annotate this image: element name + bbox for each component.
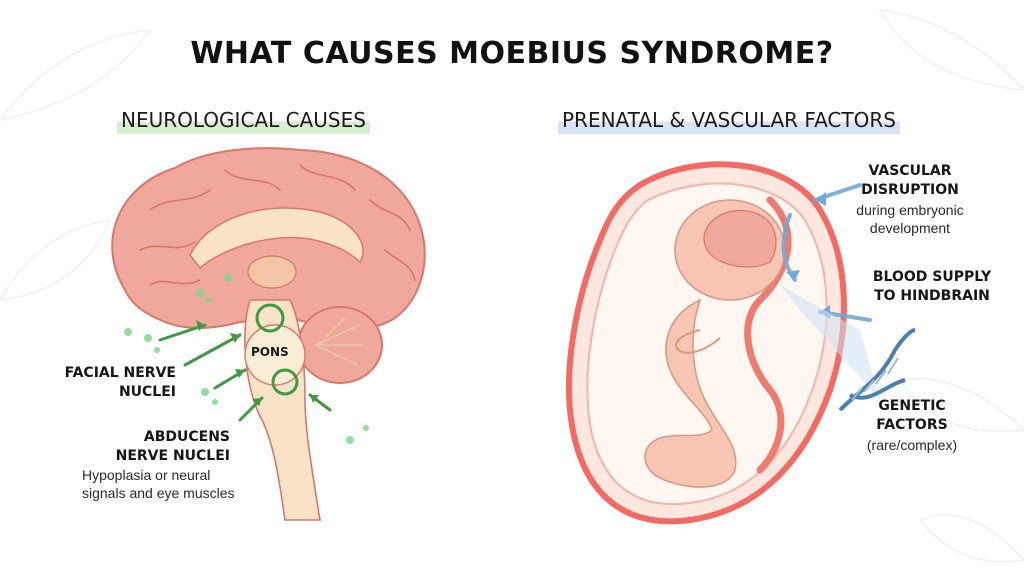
vascular-label-line2: DISRUPTION [840,181,980,200]
genetic-label-line1: GENETIC [852,397,972,416]
vascular-description: during embryonic development [835,201,985,237]
fetus-brain [704,210,776,266]
vascular-label-line1: VASCULAR [840,162,980,181]
blood-supply-line1: BLOOD SUPPLY [852,268,1012,287]
vascular-desc-line1: during embryonic [835,201,985,219]
vascular-desc-line2: development [835,219,985,237]
genetic-factors-label: GENETIC FACTORS [852,397,972,435]
blood-supply-label: BLOOD SUPPLY TO HINDBRAIN [852,268,1012,306]
genetic-label-line2: FACTORS [852,416,972,435]
blood-supply-line2: TO HINDBRAIN [852,287,1012,306]
vascular-disruption-label: VASCULAR DISRUPTION [840,162,980,200]
genetic-description: (rare/complex) [842,436,982,454]
